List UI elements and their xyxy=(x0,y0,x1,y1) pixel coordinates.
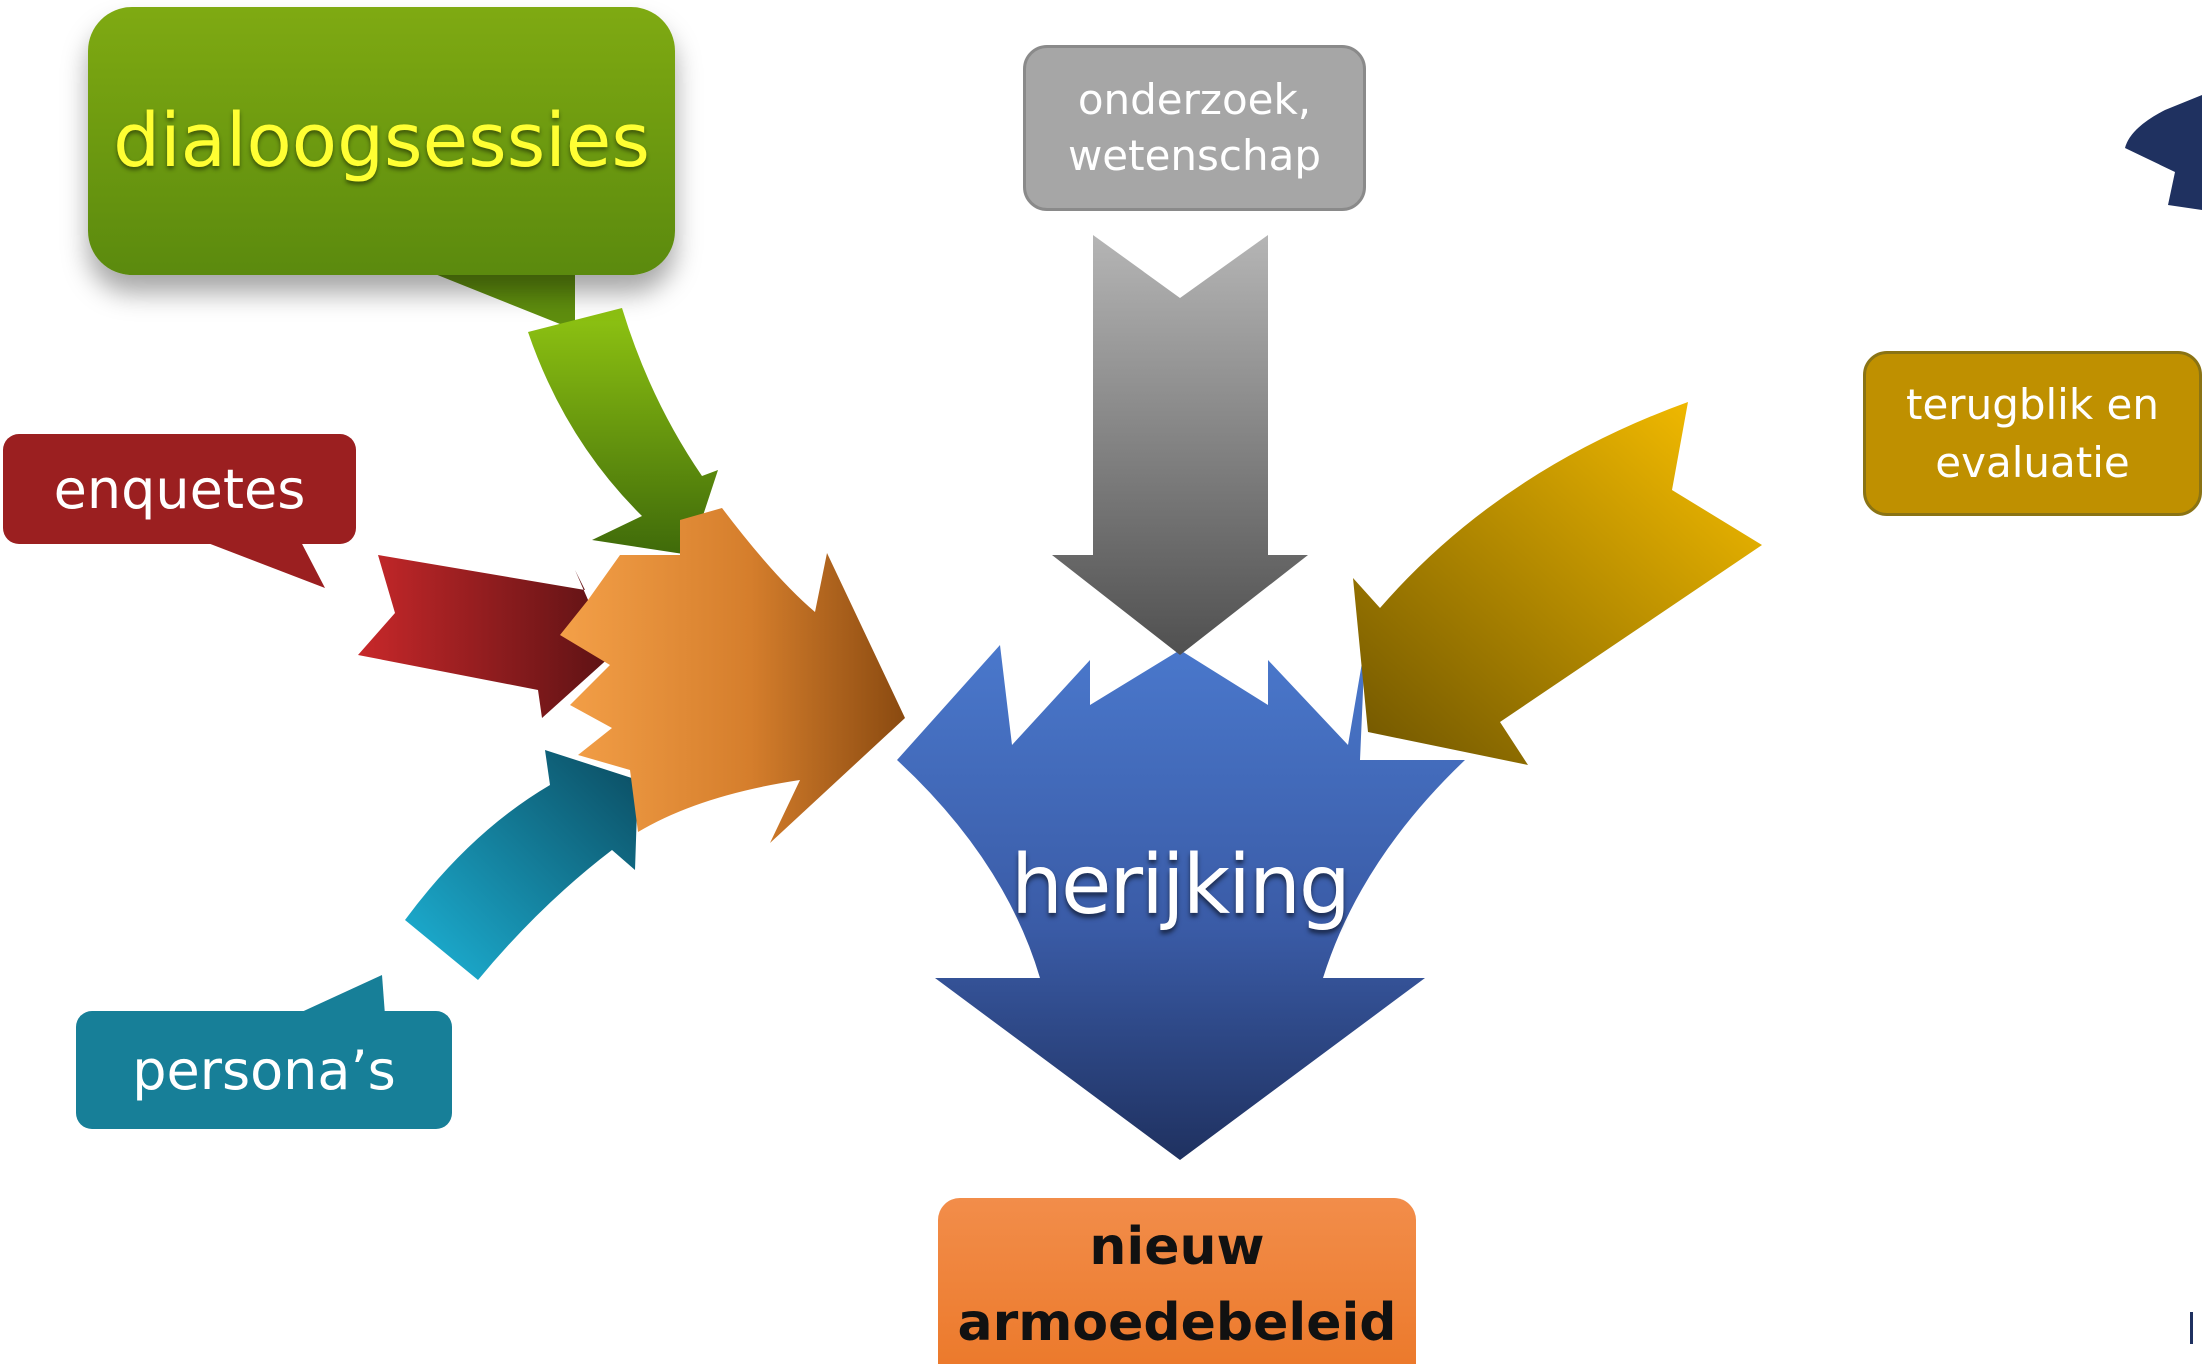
dialoogsessies-callout-tail xyxy=(430,272,575,330)
onderzoek-label: onderzoek, wetenschap xyxy=(1067,75,1322,180)
page-edge-mark xyxy=(2190,1312,2193,1344)
onderzoek-node: onderzoek, wetenschap xyxy=(1023,45,1366,211)
enquetes-arrow xyxy=(358,555,612,718)
enquetes-callout-tail xyxy=(200,540,325,588)
terugblik-arrow xyxy=(1353,402,1762,765)
merge-arrow xyxy=(560,508,905,843)
terugblik-label: terugblik en evaluatie xyxy=(1906,379,2159,487)
enquetes-label: enquetes xyxy=(53,457,306,521)
dialoogsessies-label: dialoogsessies xyxy=(113,98,650,184)
enquetes-node: enquetes xyxy=(3,434,356,544)
personas-node: persona’s xyxy=(76,1011,452,1129)
herijking-arrow xyxy=(897,645,1465,1160)
logo-mark-icon xyxy=(2125,95,2202,210)
herijking-label: herijking xyxy=(1011,837,1351,933)
nieuw-armoedebeleid-node: nieuw armoedebeleid xyxy=(938,1198,1416,1364)
personas-callout-tail xyxy=(295,975,385,1015)
terugblik-node: terugblik en evaluatie xyxy=(1863,351,2202,516)
personas-arrow xyxy=(405,750,638,980)
onderzoek-arrow xyxy=(1052,235,1308,655)
personas-label: persona’s xyxy=(132,1038,396,1102)
nieuw-armoedebeleid-label: nieuw armoedebeleid xyxy=(957,1217,1397,1353)
dialoogsessies-arrow xyxy=(528,308,718,555)
dialoogsessies-node: dialoogsessies xyxy=(88,7,675,275)
herijking-label-box: herijking xyxy=(980,815,1380,955)
